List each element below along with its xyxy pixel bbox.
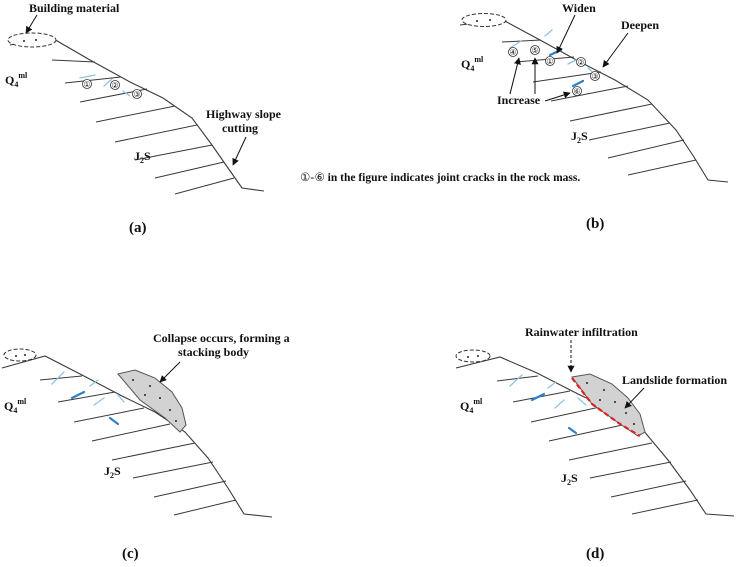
increase-label: Increase (497, 93, 541, 107)
crack-label-1: ① (545, 56, 555, 66)
stratum-quaternary: Q4ml (460, 397, 483, 415)
building-material-deposit (461, 13, 507, 27)
svg-text:③: ③ (591, 72, 598, 81)
building-material-deposit (7, 32, 57, 48)
stacking-body (117, 369, 187, 433)
slope-profile (459, 19, 729, 183)
stratum-jurassic: J2S (104, 464, 121, 480)
svg-text:②: ② (111, 81, 118, 90)
stratum-quaternary: Q4ml (5, 71, 28, 89)
crack-label-6: ⑥ (572, 86, 582, 96)
deepen-label: Deepen (621, 18, 659, 32)
slip-surface (571, 377, 641, 437)
stratum-jurassic: J2S (571, 129, 588, 145)
rainwater-label: Rainwater infiltration (525, 325, 638, 339)
crack-label-5: ⑤ (530, 45, 540, 55)
svg-text:④: ④ (509, 48, 516, 57)
panel-label-a: (a) (129, 220, 147, 236)
bedding-planes (51, 59, 235, 195)
crack-label-1: ① (82, 79, 92, 89)
crack-label-4: ④ (508, 47, 518, 57)
building-material-deposit (3, 348, 37, 362)
deposit-dots (132, 379, 177, 422)
crack-label-2: ② (110, 80, 120, 90)
widen-label: Widen (562, 1, 596, 15)
building-material-deposit (455, 349, 491, 363)
panel-label-b: (b) (586, 216, 604, 232)
panel-label-c: (c) (122, 546, 139, 562)
panel-label-d: (d) (586, 546, 604, 562)
slope-profile (9, 37, 265, 192)
bedding-planes (39, 375, 237, 516)
svg-text:③: ③ (133, 90, 140, 99)
panel-a: ① ② ③ Building material Highway slope cu… (5, 1, 282, 236)
joint-cracks (51, 371, 125, 426)
panel-c: Collapse occurs, forming a stacking body… (1, 331, 290, 562)
bedding-planes (496, 375, 699, 515)
stratum-quaternary: Q4ml (4, 397, 27, 415)
crack-label-3: ③ (132, 89, 142, 99)
panel-b: ④ ⑤ ① ② ③ ⑥ Widen Deepen Increase (459, 1, 729, 232)
collapse-label-line1: Collapse occurs, forming a (153, 331, 290, 345)
stratum-quaternary: Q4ml (461, 55, 484, 73)
bedding-planes (501, 39, 697, 176)
svg-text:⑥: ⑥ (573, 87, 580, 96)
svg-text:①: ① (83, 80, 90, 89)
joint-cracks (509, 374, 587, 435)
collapse-label-line2: stacking body (178, 345, 249, 359)
highway-cut-label-line1: Highway slope (206, 107, 282, 121)
landslide-label: Landslide formation (622, 373, 727, 387)
stratum-jurassic: J2S (561, 471, 578, 487)
highway-cut-label-line2: cutting (222, 121, 258, 135)
crack-label-2: ② (576, 57, 586, 67)
building-material-label: Building material (29, 1, 120, 15)
crack-label-3: ③ (590, 71, 600, 81)
svg-text:⑤: ⑤ (531, 46, 538, 55)
joint-cracks (79, 74, 131, 97)
crack-legend-note: ①-⑥ in the figure indicates joint cracks… (300, 170, 580, 184)
deposit-dots (586, 382, 635, 425)
panel-d: Rainwater infiltration Landslide formati… (455, 325, 735, 562)
svg-text:②: ② (577, 58, 584, 67)
svg-text:①: ① (546, 57, 553, 66)
stratum-jurassic: J2S (134, 149, 151, 165)
